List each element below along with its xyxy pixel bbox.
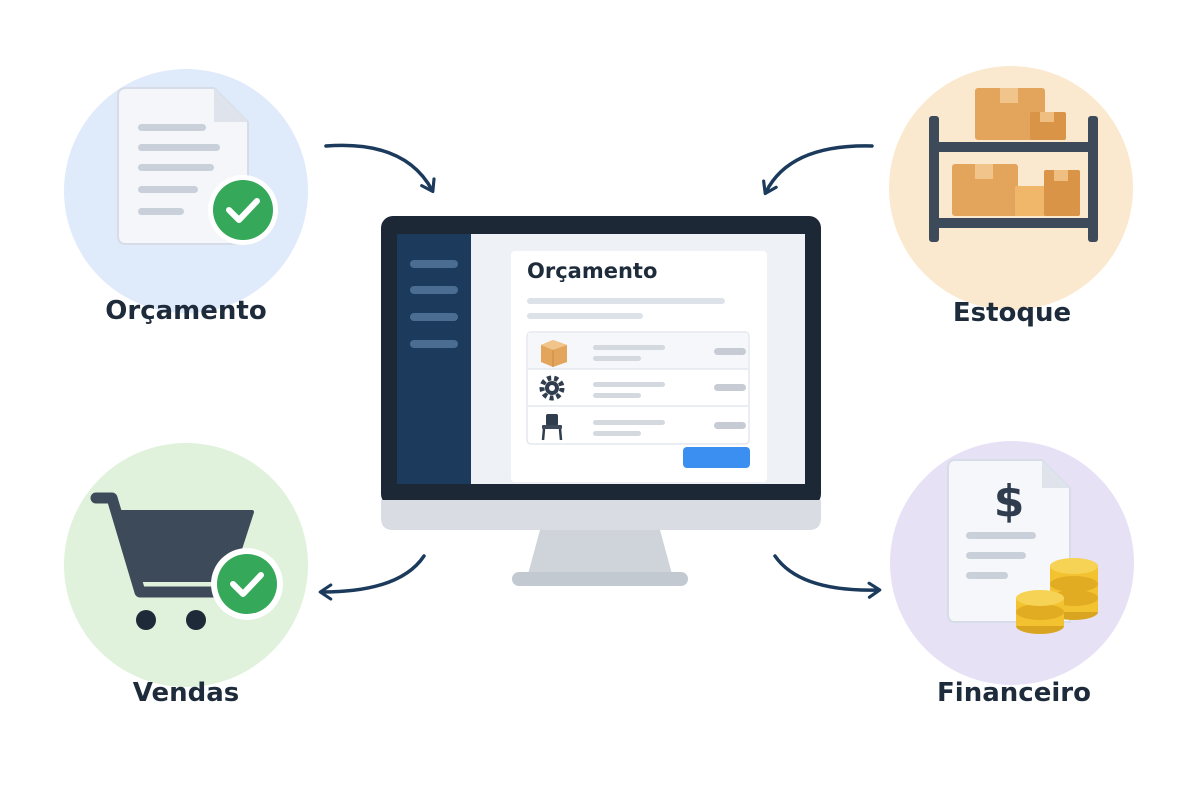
invoice-coins-icon [947, 459, 1098, 634]
app-screen-title: Orçamento [527, 259, 658, 283]
warehouse-shelf-icon [929, 88, 1098, 242]
app-sidebar [397, 234, 471, 484]
label-financeiro: Financeiro [937, 678, 1091, 708]
chair-icon [541, 414, 563, 441]
gear-icon [539, 375, 565, 401]
arrow-orcamento-to-system [324, 143, 436, 194]
shopping-cart-check-icon [90, 492, 283, 630]
dollar-icon: $ [994, 476, 1025, 527]
label-orcamento: Orçamento [105, 296, 267, 326]
label-estoque: Estoque [952, 298, 1072, 328]
arrow-system-to-financeiro [773, 554, 882, 599]
arrow-system-to-vendas [318, 554, 426, 601]
document-check-icon [117, 87, 278, 245]
label-vendas: Vendas [132, 678, 240, 708]
app-submit-button [683, 447, 750, 468]
arrow-estoque-to-system [762, 144, 874, 196]
monitor [381, 216, 821, 586]
box-icon [541, 340, 567, 367]
